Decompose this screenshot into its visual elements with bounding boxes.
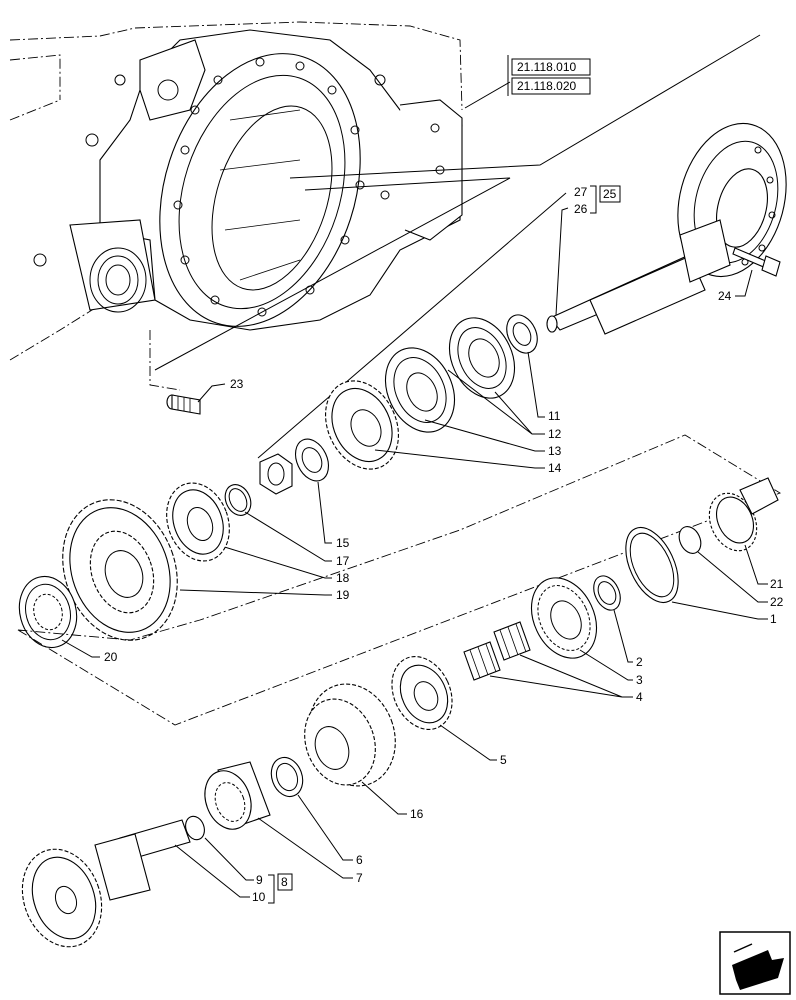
callout-12[interactable]: 12 [548,427,562,441]
shaft-10 [21,819,191,948]
washer-2 [593,575,621,611]
callout-19[interactable]: 19 [336,588,350,602]
callout-6[interactable]: 6 [356,853,363,867]
callout-4[interactable]: 4 [636,690,643,704]
callout-5[interactable]: 5 [500,753,507,767]
washer-6 [270,756,304,798]
gear-19 [62,499,178,641]
callout-20[interactable]: 20 [104,650,118,664]
callout-27[interactable]: 27 [574,185,588,199]
callout-14[interactable]: 14 [548,461,562,475]
snap-ring-1 [625,527,679,603]
callout-24[interactable]: 24 [718,289,732,303]
assembly-boundary [17,434,782,726]
roll-pin-23 [166,394,201,415]
callout-group-8[interactable]: 9 10 8 [174,837,293,904]
ref-label-21-118-010[interactable]: 21.118.010 [517,60,576,74]
bearing-3 [530,577,598,659]
arrow-next-icon[interactable] [719,931,791,995]
ref-label-21-118-020[interactable]: 21.118.020 [517,79,576,93]
callout-15[interactable]: 15 [336,536,350,550]
bearing-13 [384,347,456,433]
callout-2[interactable]: 2 [636,655,643,669]
callout-23[interactable]: 23 [230,377,244,391]
pinion-shaft [546,219,731,335]
hub-7 [204,761,271,830]
callout-18[interactable]: 18 [336,571,350,585]
snap-ring-18 [224,484,252,516]
gear-14 [325,380,399,470]
circlip-22 [678,526,702,554]
callout-1[interactable]: 1 [770,612,777,626]
bearing-12 [448,317,516,399]
callout-21[interactable]: 21 [770,577,784,591]
callout-26[interactable]: 26 [574,202,588,216]
callout-group-25[interactable]: 27 26 25 [257,185,621,459]
callout-9[interactable]: 9 [256,873,263,887]
bolt-24 [732,247,781,277]
callout-17[interactable]: 17 [336,554,350,568]
callout-10[interactable]: 10 [252,890,266,904]
gear-18 [166,482,230,562]
ref-label-25[interactable]: 25 [603,187,617,201]
nut-17 [259,453,293,495]
callout-7[interactable]: 7 [356,871,363,885]
lock-washer-15 [294,438,330,482]
ref-box-21-118[interactable]: 21.118.010 21.118.020 [507,55,591,96]
housing-bolt-holes [85,57,445,317]
callout-11[interactable]: 11 [548,409,561,423]
callout-22[interactable]: 22 [770,595,784,609]
washer-11 [506,314,538,354]
needle-bearing-4 [463,621,531,681]
transmission-housing [9,21,463,391]
pinion-21 [708,477,779,552]
ref-label-8[interactable]: 8 [281,875,288,889]
callout-13[interactable]: 13 [548,444,562,458]
gear-5 [391,656,453,730]
callout-3[interactable]: 3 [636,673,643,687]
callout-16[interactable]: 16 [410,807,424,821]
gear-16 [304,683,396,787]
coupler-20 [18,575,78,649]
